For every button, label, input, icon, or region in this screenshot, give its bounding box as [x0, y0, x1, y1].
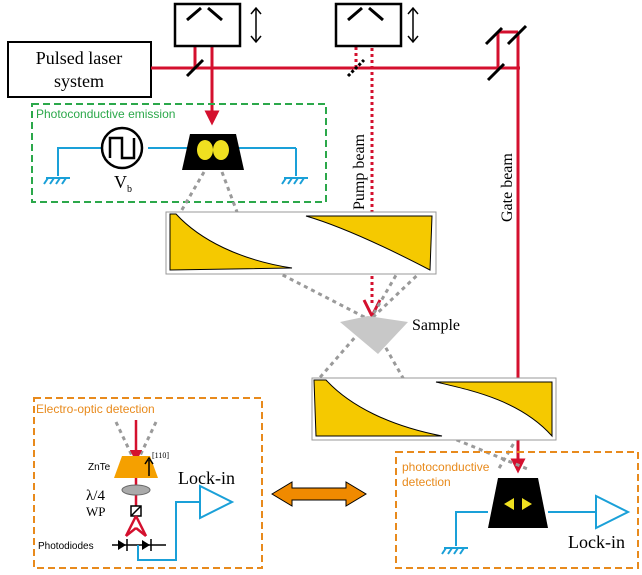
thz-emitter-antenna: [182, 134, 244, 170]
ground-icon: [281, 177, 308, 185]
lockin-amplifier-icon: [199, 484, 235, 520]
laser-label-line1: Pulsed laser: [36, 48, 122, 68]
laser-system: Pulsed laser system: [7, 41, 152, 98]
photodiodes-label: Photodiodes: [38, 541, 94, 552]
eo-detection-label: Electro-optic detection: [36, 402, 155, 416]
sample-label: Sample: [412, 317, 460, 334]
photoconductive-emission-panel: Photoconductive emission Vb: [31, 103, 327, 203]
znte-label: ZnTe: [88, 462, 111, 473]
gate-beam-label: Gate beam: [499, 153, 516, 222]
bias-label: Vb: [114, 172, 132, 195]
electro-optic-detection-panel: Electro-optic detection ZnTe [110] λ/4 W…: [33, 397, 263, 569]
wollaston-prism: [130, 505, 142, 517]
crystal-axis-label: [110]: [152, 451, 169, 460]
lockin-right-label: Lock-in: [568, 532, 625, 552]
bias-source-icon: [100, 126, 144, 170]
waveplate-lambda-label: λ/4: [86, 488, 105, 504]
beam-splitters: [185, 24, 528, 82]
delay-arrow-2: [407, 6, 419, 44]
waveplate: [121, 484, 151, 496]
lockin-left-label: Lock-in: [178, 468, 235, 488]
delay-stage-2: [334, 2, 403, 48]
photoconductive-detection-panel: photoconductive detection Lock-in: [395, 451, 639, 569]
parabolic-mirror-1: [165, 211, 437, 275]
ground-icon: [441, 547, 468, 555]
laser-label-line2: system: [54, 71, 104, 91]
pc-detection-label-line2: detection: [402, 475, 451, 489]
ground-icon: [43, 177, 70, 185]
photoconductive-emission-label: Photoconductive emission: [36, 107, 175, 121]
comparison-double-arrow: [271, 481, 367, 507]
thz-detector-antenna: [488, 478, 548, 528]
pump-beam-label: Pump beam: [351, 133, 368, 210]
waveplate-wp-label: WP: [86, 504, 106, 519]
sample: Sample: [340, 316, 460, 354]
delay-arrow-1: [250, 6, 262, 44]
pc-detection-label-line1: photoconductive: [402, 460, 490, 474]
lockin-amplifier-icon: [595, 494, 631, 530]
parabolic-mirror-2: [311, 377, 557, 441]
delay-stage-1: [173, 2, 242, 48]
